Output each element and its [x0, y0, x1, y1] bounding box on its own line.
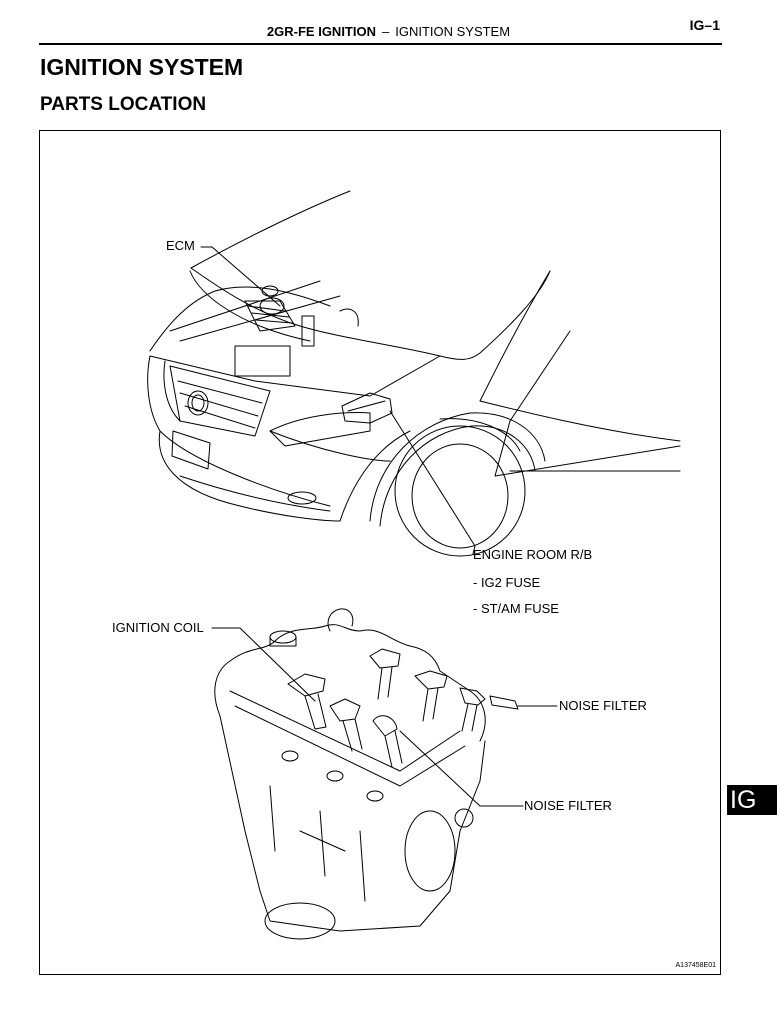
section-subtitle: PARTS LOCATION — [40, 94, 207, 115]
page-number: IG–1 — [689, 17, 720, 33]
callout-noise-filter-front: NOISE FILTER — [524, 798, 612, 813]
header-rule — [39, 43, 722, 45]
engine-illustration — [214, 608, 519, 940]
running-header: 2GR-FE IGNITION–IGNITION SYSTEM — [0, 24, 777, 39]
vehicle-illustration — [147, 190, 681, 557]
page-title: IGNITION SYSTEM — [40, 54, 244, 80]
section-tab: IG — [727, 785, 777, 815]
callout-ig2-fuse: - IG2 FUSE — [473, 575, 541, 590]
leader-lines — [200, 246, 558, 807]
callout-ignition-coil: IGNITION COIL — [112, 620, 204, 635]
header-separator: – — [381, 24, 390, 39]
callout-engine-room-rb: ENGINE ROOM R/B — [473, 547, 593, 562]
figure-id: A137458E01 — [675, 962, 716, 969]
parts-location-figure: ECM ENGINE ROOM R/B - IG2 FUSE - ST/AM F… — [39, 130, 721, 975]
callout-ecm: ECM — [166, 238, 195, 253]
header-section-title: IGNITION SYSTEM — [395, 24, 511, 39]
callout-noise-filter-rear: NOISE FILTER — [559, 698, 647, 713]
callout-st-am-fuse: - ST/AM FUSE — [473, 601, 559, 616]
header-section: 2GR-FE IGNITION — [266, 24, 376, 39]
